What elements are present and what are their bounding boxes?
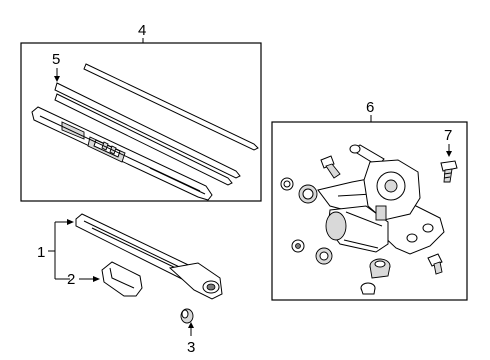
blade-spring-strip [83, 63, 259, 151]
callout-5: 5 [52, 51, 60, 68]
bushing-left [298, 184, 318, 204]
blade-assembly-frame [20, 42, 262, 202]
callout-3: 3 [187, 339, 195, 356]
callout-6: 6 [366, 99, 374, 116]
grommet-left [280, 177, 294, 191]
blade-refill [54, 82, 241, 186]
bolt-lower-right [427, 253, 443, 275]
bolt-upper-left [320, 155, 341, 179]
nut-lower [360, 282, 376, 295]
motor-body [325, 159, 421, 253]
wiper-motor-frame [271, 121, 468, 301]
bushing-lower [315, 247, 333, 265]
callout-4: 4 [138, 22, 146, 39]
wiper-arm [75, 213, 223, 300]
arm-cover-cap [101, 261, 143, 297]
leader-1 [48, 221, 70, 280]
pivot-shaft [349, 144, 385, 167]
rubber-bushing [369, 258, 391, 279]
callout-7: 7 [444, 127, 452, 144]
wiper-motor-group: 6 7 [271, 99, 468, 301]
grommet-lower-left [291, 239, 305, 253]
wiper-blade [31, 106, 213, 201]
callout-2: 2 [67, 271, 75, 288]
callout-1: 1 [37, 244, 45, 261]
mounting-screw [440, 160, 458, 183]
nut-cap [180, 308, 194, 324]
blade-assembly-group: 4 5 [20, 22, 262, 202]
wiper-arm-group: 1 2 3 [37, 213, 223, 356]
